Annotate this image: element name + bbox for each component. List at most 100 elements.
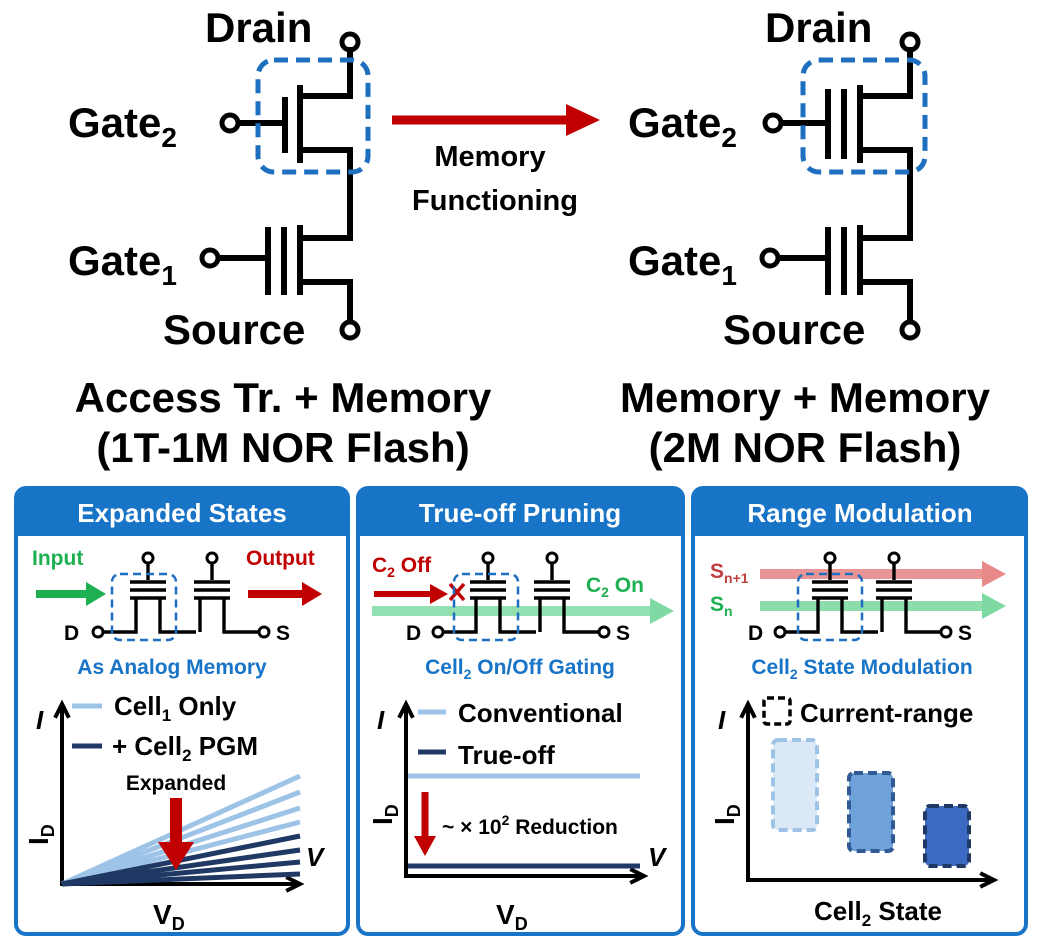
panel3-sn1-label: Sn+1 [710, 560, 749, 586]
left-gate2-label: Gate2 [68, 99, 177, 153]
arrow-label-line1: Memory [434, 141, 545, 173]
panel2-cell1-transistor [534, 563, 600, 634]
memory-functioning-arrow: Memory Functioning [392, 104, 600, 217]
panel2-annotation: ~ × 102 Reduction [442, 812, 618, 839]
right-gate2-label: Gate2 [628, 99, 737, 153]
panel1-y-axis-label: ID [23, 824, 58, 845]
panel2-legend-conventional: Conventional [458, 698, 623, 728]
panel-true-off-pruning: True-off Pruning C2 Off C2 On D S Cell2 … [356, 486, 685, 936]
left-drain-label: Drain [205, 4, 312, 51]
panel2-on-path-head [650, 598, 674, 624]
left-circuit: Drain Gate2 Gate1 Source [68, 4, 371, 353]
panel2-off-arrow-head [430, 584, 448, 604]
right-circuit: Drain Gate2 Gate1 Source [628, 4, 928, 353]
left-gate2-terminal [219, 112, 241, 134]
right-gate1-terminal [759, 247, 781, 269]
left-gate1-terminal [199, 247, 221, 269]
panel1-mini-circuit: Input Output D S As Analog Memory [32, 547, 322, 679]
panel1-input-label: Input [32, 547, 83, 570]
panel3-sn1-head [982, 561, 1006, 587]
panel-range-modulation: Range Modulation Sn+1 Sn D S Cell2 State… [691, 486, 1028, 936]
panel3-header [693, 488, 1026, 536]
panel3-gate2-term [823, 551, 837, 565]
panel2-d-label: D [406, 622, 421, 645]
panel-expanded-states: Expanded States Input Output D S As Anal… [14, 486, 350, 936]
right-caption-line1: Memory + Memory [620, 374, 991, 421]
panel2-x-axis [404, 867, 649, 885]
panel2-graph: I ID V VD Conventional True-off ~ × 102 … [367, 698, 668, 934]
panel2-caption: Cell2 On/Off Gating [425, 656, 615, 682]
panel3-x-axis [746, 871, 999, 889]
left-drain-wire [302, 47, 353, 99]
panel3-d-label: D [748, 622, 763, 645]
panel2-reduction-arrow-head [414, 836, 436, 856]
panel1-x-axis-symbol: V [306, 842, 326, 872]
fan-line-cell2-pgm [61, 871, 301, 887]
panel2-cell2-transistor [444, 563, 536, 634]
panel2-s-term [597, 625, 611, 639]
panel2-s-label: S [616, 622, 630, 645]
panel1-cell2-dashed-box [110, 572, 178, 642]
panel1-cell1-transistor [194, 563, 260, 634]
right-mid-wire [862, 147, 913, 241]
panel1-title: Expanded States [77, 498, 287, 528]
panel3-legend-swatch [762, 696, 792, 726]
red-arrow-head [566, 104, 600, 136]
right-gate2-terminal [762, 112, 784, 134]
panel3-title: Range Modulation [747, 498, 972, 528]
panel3-y-axis [739, 699, 757, 882]
panel3-cell2-dashed-box [796, 572, 864, 642]
panel3-cell1-transistor [876, 563, 942, 634]
arrow-label-line2: Functioning [412, 185, 578, 217]
panel3-y-axis-label: ID [709, 804, 744, 825]
panel2-block-cross [448, 582, 466, 602]
panel1-y-axis-symbol: I [36, 705, 44, 735]
left-source-terminal [339, 319, 361, 341]
panel2-gate1-term [545, 551, 559, 565]
right-gate1-label: Gate1 [628, 237, 737, 291]
panel2-header [358, 488, 683, 536]
panel1-legend-dark: + Cell2 PGM [112, 731, 258, 765]
panel1-x-axis-label: VD [153, 899, 185, 934]
right-memory-dashed-box [800, 57, 928, 175]
panel2-y-axis-symbol: I [377, 705, 385, 735]
panel1-gate2-term [141, 551, 155, 565]
panel1-s-label: S [276, 622, 290, 645]
panel2-legend-true-off: True-off [458, 740, 555, 770]
panel2-gate2-term [481, 551, 495, 565]
panel2-mini-circuit: C2 Off C2 On D S Cell2 On/Off Gating [372, 551, 674, 682]
panel1-output-arrow-head [302, 582, 322, 606]
right-drain-wire [862, 47, 913, 99]
panel1-legend-light: Cell1 Only [114, 691, 237, 725]
panel3-y-axis-symbol: I [718, 705, 726, 735]
panel2-title: True-off Pruning [419, 498, 621, 528]
panel3-range-bar-state2 [847, 771, 895, 853]
panel3-range-bar-state3 [923, 804, 971, 868]
left-gate1-label: Gate1 [68, 237, 177, 291]
panel3-s-label: S [958, 622, 972, 645]
panel3-mini-circuit: Sn+1 Sn D S Cell2 State Modulation [710, 551, 1006, 682]
panel1-header [16, 488, 348, 536]
left-source-label: Source [163, 306, 305, 353]
right-source-wire [862, 279, 913, 325]
left-caption-line2: (1T-1M NOR Flash) [96, 424, 469, 471]
panel3-cell2-transistor [786, 563, 878, 634]
panel3-gate1-term [887, 551, 901, 565]
panel2-d-term [431, 625, 445, 639]
panel3-caption: Cell2 State Modulation [751, 656, 972, 682]
left-source-wire [302, 279, 353, 325]
right-caption-line2: (2M NOR Flash) [649, 424, 962, 471]
panel2-cell2-dashed-box [452, 572, 520, 642]
panel3-x-axis-label: Cell2 State [814, 896, 942, 930]
panel3-d-term [773, 625, 787, 639]
panel2-c2off-label: C2 Off [372, 554, 432, 580]
panel2-x-axis-label: VD [496, 899, 528, 934]
panel3-graph: I ID Current-range Cell2 State [709, 696, 999, 930]
panel1-gate1-term [205, 551, 219, 565]
panel1-y-axis [53, 699, 71, 886]
panel1-expanded-arrow-head [158, 842, 194, 870]
panel1-d-label: D [64, 622, 79, 645]
panel1-output-label: Output [246, 547, 315, 570]
panel2-x-axis-symbol: V [648, 842, 668, 872]
